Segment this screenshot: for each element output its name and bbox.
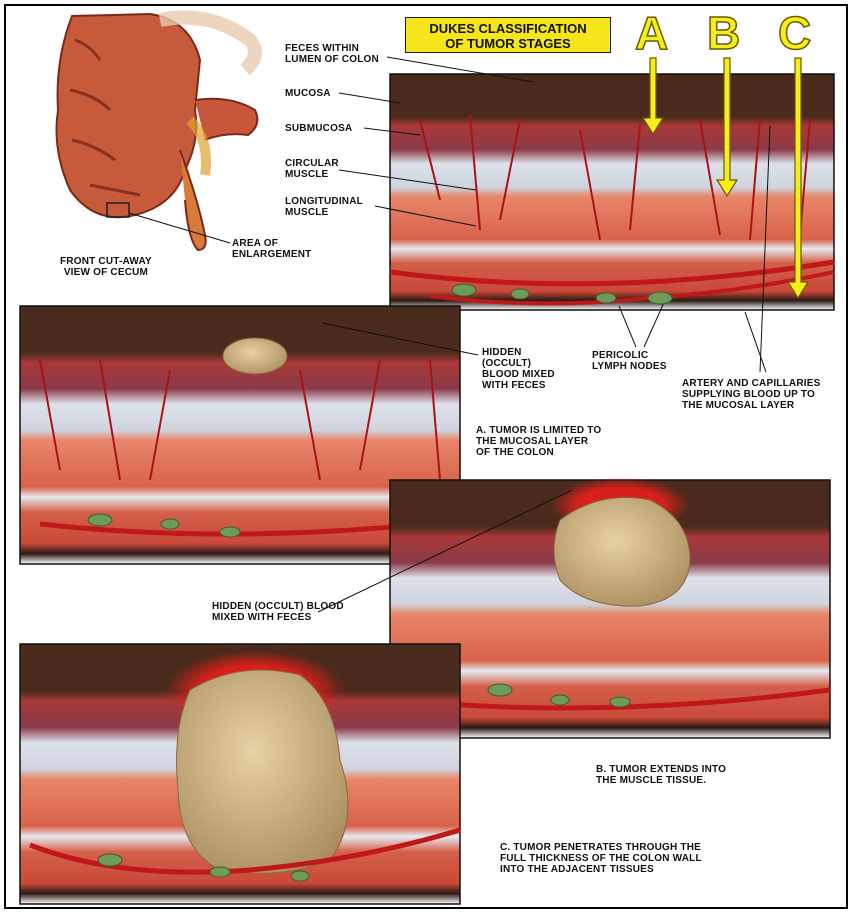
caption-stage-b: B. TUMOR EXTENDS INTO THE MUSCLE TISSUE. xyxy=(596,764,726,786)
caption-stage-c: C. TUMOR PENETRATES THROUGH THE FULL THI… xyxy=(500,842,702,875)
label-hidden-blood-a: HIDDEN (OCCULT) BLOOD MIXED WITH FECES xyxy=(482,347,555,391)
stage-label-b: B xyxy=(707,10,740,56)
panel-c xyxy=(20,644,460,904)
label-pericolic-lymph-nodes: PERICOLIC LYMPH NODES xyxy=(592,350,667,372)
caption-stage-a: A. TUMOR IS LIMITED TO THE MUCOSAL LAYER… xyxy=(476,425,601,458)
label-cecum-view: FRONT CUT-AWAY VIEW OF CECUM xyxy=(60,256,152,278)
label-circular-muscle: CIRCULAR MUSCLE xyxy=(285,158,339,180)
label-submucosa: SUBMUCOSA xyxy=(285,123,352,134)
diagram-title: DUKES CLASSIFICATION OF TUMOR STAGES xyxy=(405,17,611,53)
label-longitudinal-muscle: LONGITUDINAL MUSCLE xyxy=(285,196,363,218)
label-hidden-blood-bc: HIDDEN (OCCULT) BLOOD MIXED WITH FECES xyxy=(212,601,344,623)
label-mucosa: MUCOSA xyxy=(285,88,331,99)
label-area-of-enlargement: AREA OF ENLARGEMENT xyxy=(232,238,311,260)
label-artery-capillaries: ARTERY AND CAPILLARIES SUPPLYING BLOOD U… xyxy=(682,378,820,411)
label-feces-lumen: FECES WITHIN LUMEN OF COLON xyxy=(285,43,379,65)
stage-label-c: C xyxy=(778,10,811,56)
cecum-illustration xyxy=(57,14,258,250)
stage-label-a: A xyxy=(635,10,668,56)
